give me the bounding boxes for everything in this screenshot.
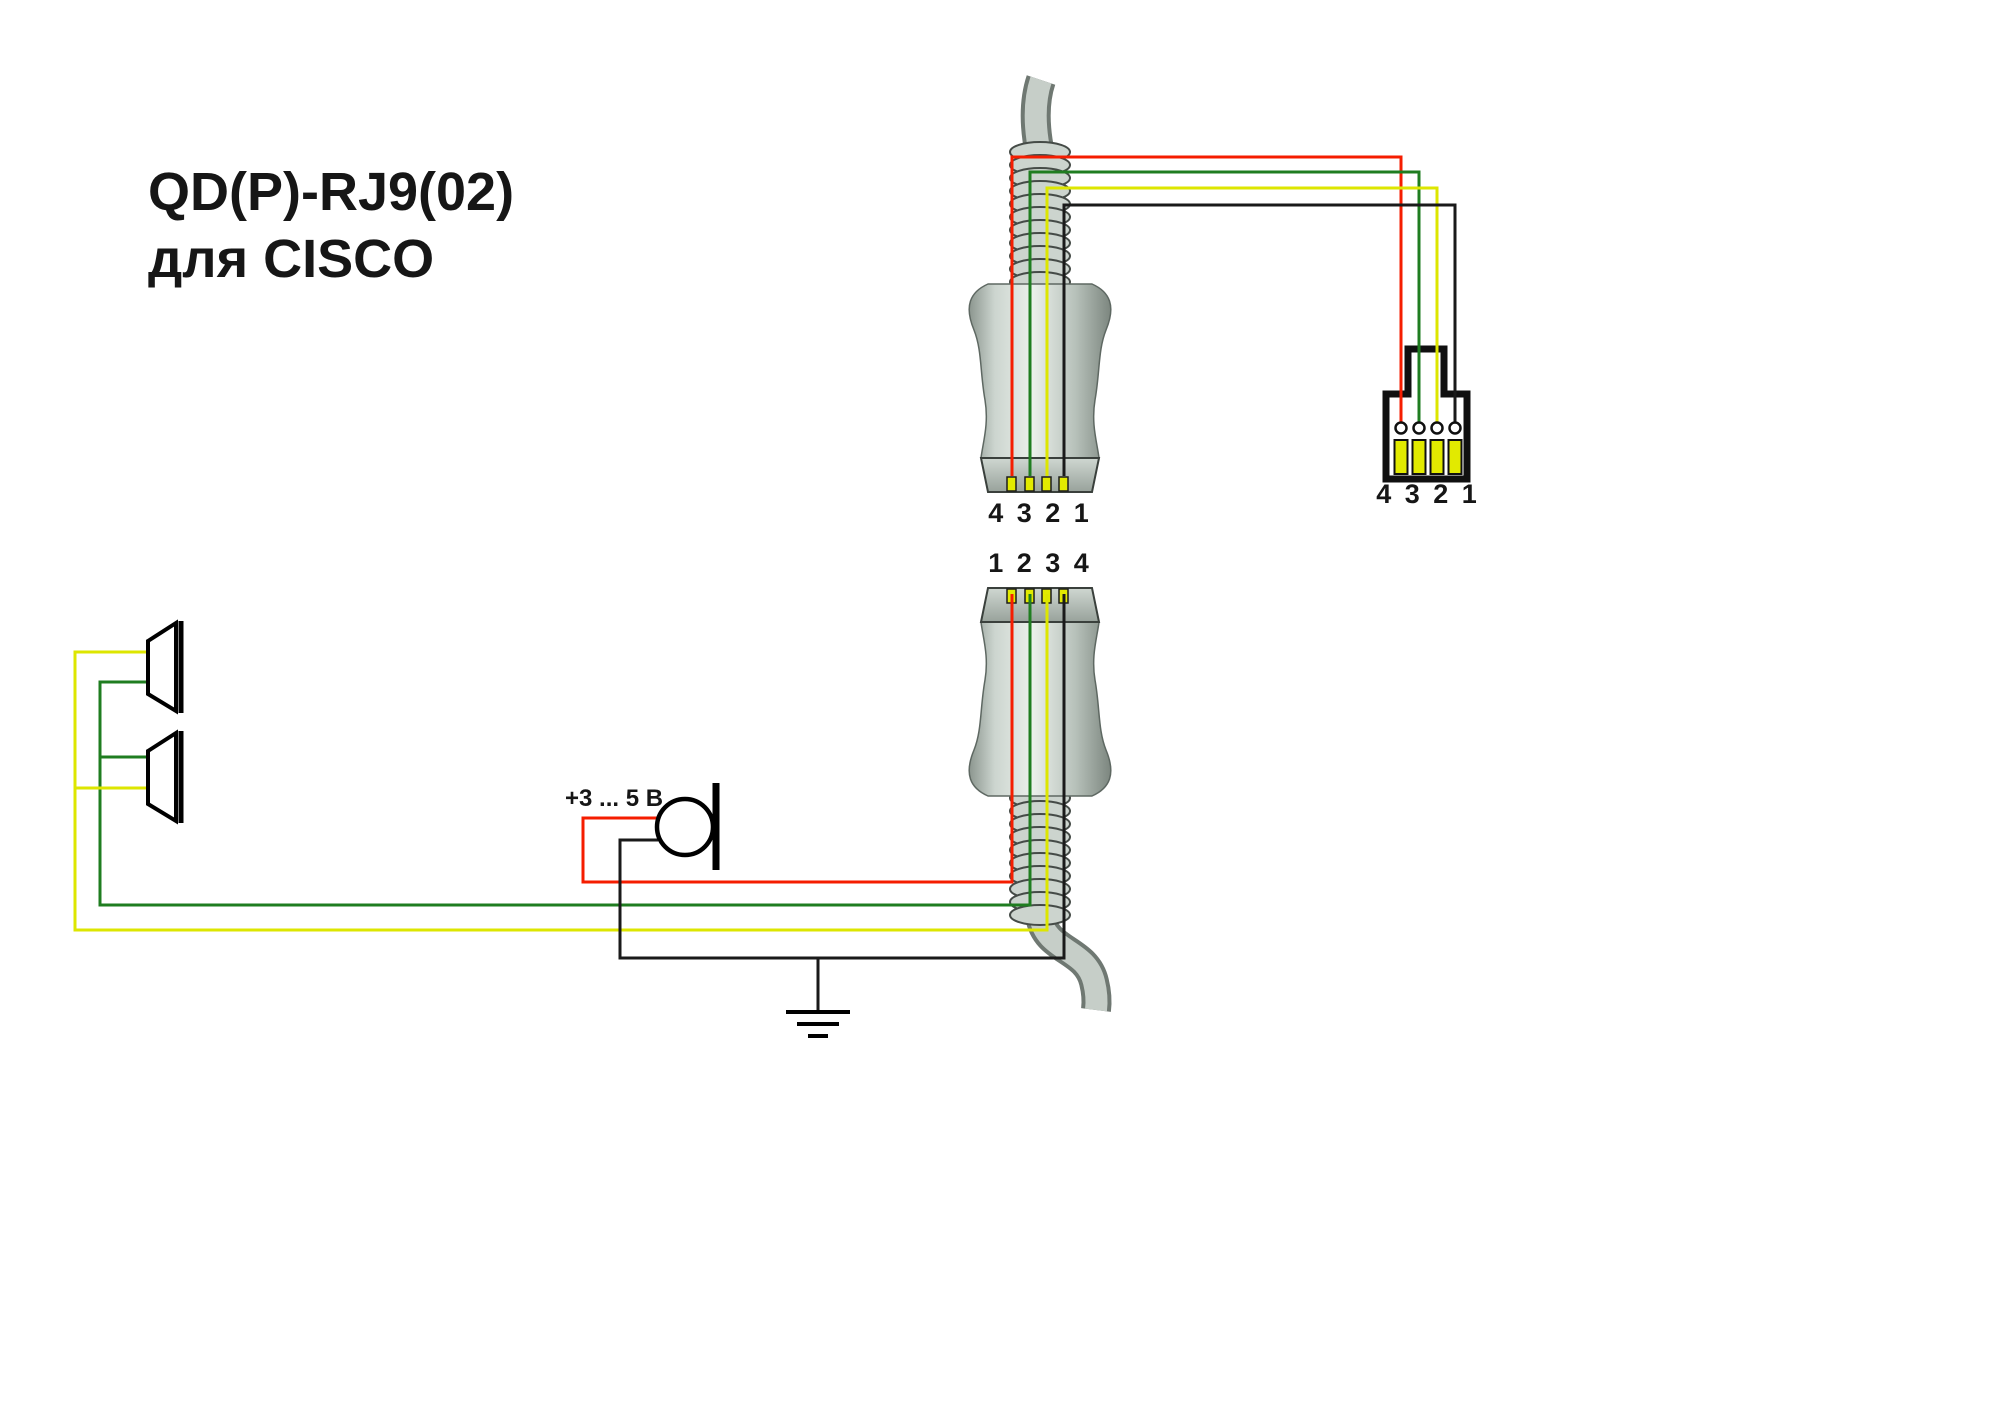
- title-line-2: для CISCO: [148, 229, 434, 289]
- qd-top-pin-labels: 4 3 2 1: [988, 498, 1092, 528]
- wire-yellow-bottom: [73, 594, 1049, 932]
- wire-green-bottom: [98, 594, 1032, 907]
- rj9-pins: [1393, 439, 1463, 475]
- diagram-title: QD(P)-RJ9(02) для CISCO: [148, 162, 514, 289]
- title-line-1: QD(P)-RJ9(02): [148, 162, 514, 222]
- wire-red-bottom: [581, 594, 1014, 884]
- speaker-bottom: [146, 729, 184, 825]
- qd-top-contact-face: [979, 457, 1101, 493]
- microphone: [654, 783, 720, 870]
- wire-green-top: [1028, 170, 1421, 476]
- ground-symbol: [786, 1010, 850, 1038]
- rj9-pin-labels: 4 3 2 1: [1376, 479, 1480, 509]
- speaker-top: [146, 619, 184, 715]
- wire-yellow-top: [1045, 186, 1439, 476]
- rj9-plug: [1382, 345, 1471, 483]
- wire-red-top: [1010, 155, 1403, 476]
- mic-voltage-label: +3 ... 5 В: [565, 785, 663, 812]
- wire-black-top: [1062, 203, 1457, 476]
- qd-bottom-body: [968, 621, 1112, 797]
- rj9-wire-terminals: [1394, 421, 1462, 435]
- qd-connector-top: 4 3 2 1: [968, 75, 1112, 528]
- qd-bottom-cable: [1025, 912, 1112, 1012]
- qd-top-body: [968, 283, 1112, 459]
- qd-top-coil: [1009, 141, 1071, 293]
- wire-black-bottom: [618, 594, 1066, 1012]
- qd-top-contacts: [1006, 476, 1069, 492]
- qd-bottom-pin-labels: 1 2 3 4: [988, 548, 1092, 578]
- qd-bottom-contact-face: [979, 587, 1101, 623]
